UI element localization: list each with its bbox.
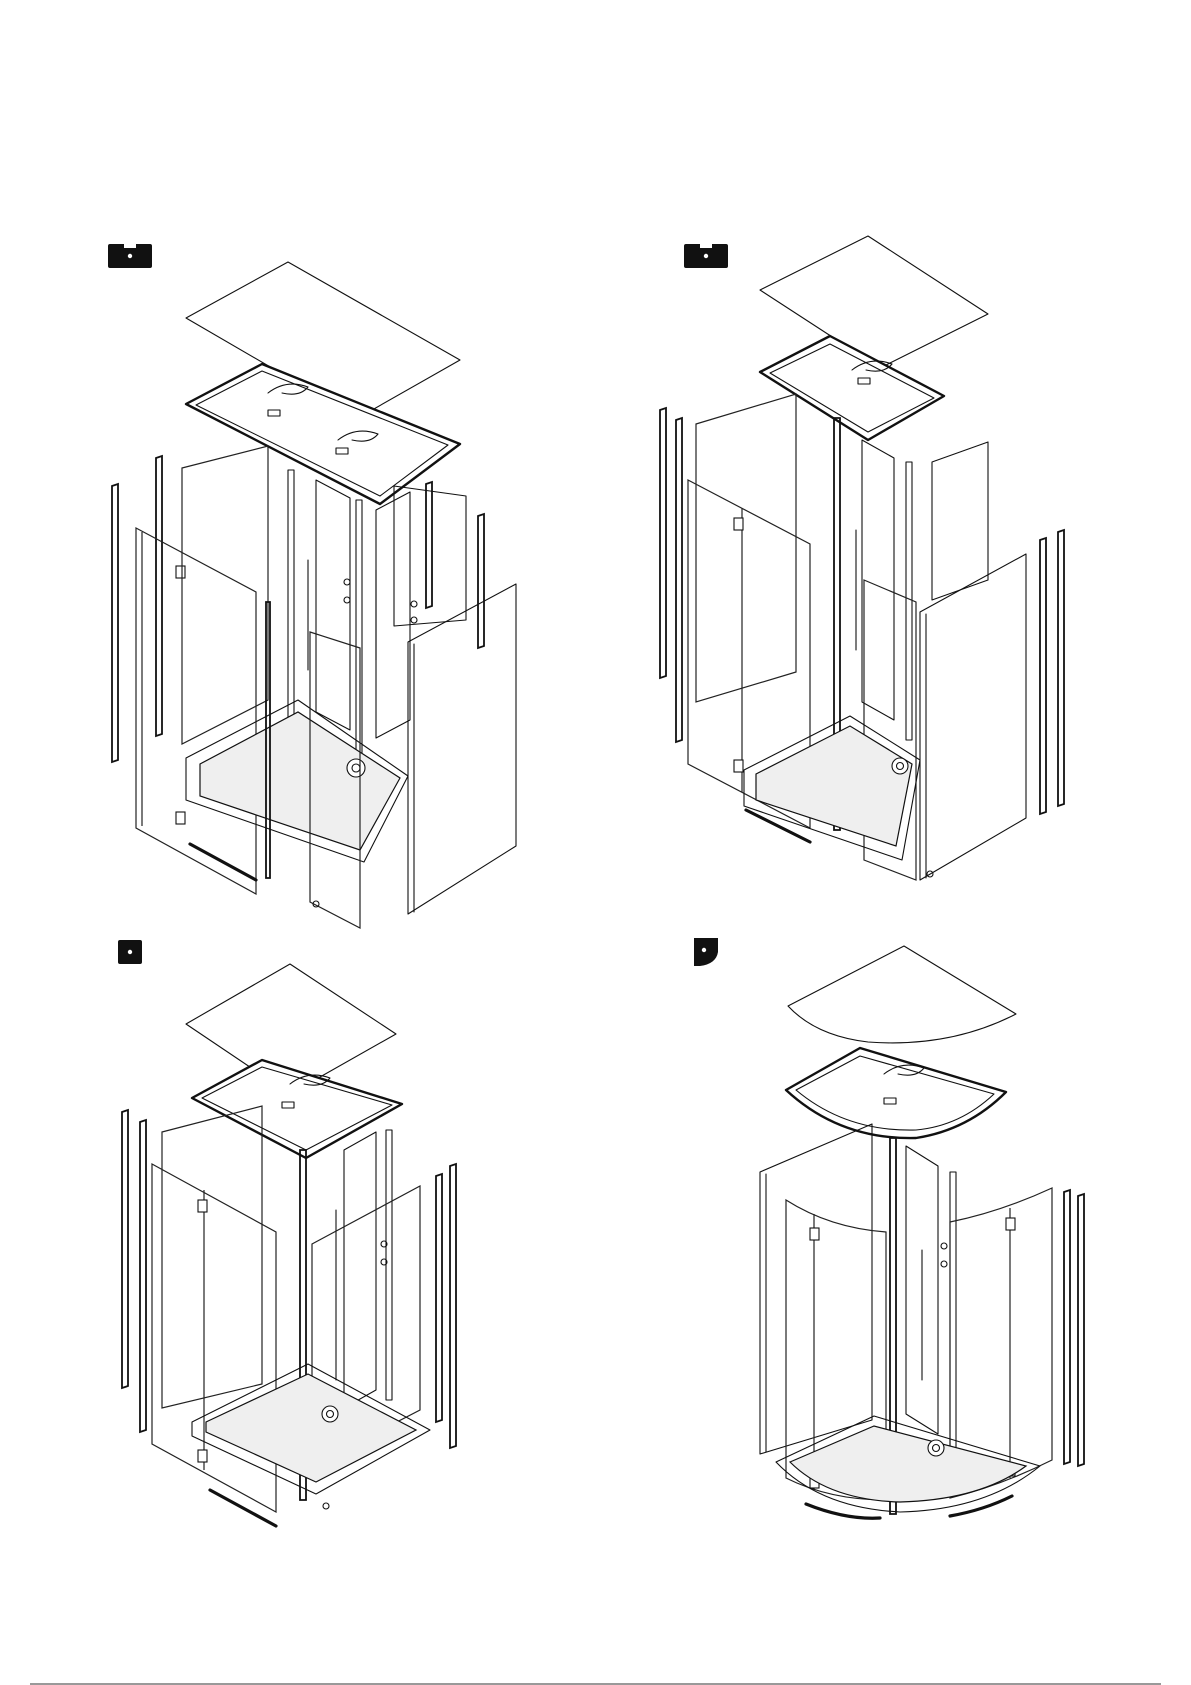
wall-profile — [122, 1110, 128, 1388]
wall-profile — [660, 408, 666, 678]
figure-square-cabin — [118, 940, 456, 1526]
wall-profile — [426, 482, 432, 608]
fixed-glass-panel — [182, 446, 268, 744]
rectangle-tray-icon — [108, 244, 152, 268]
roof-frame — [786, 1048, 1006, 1138]
roof-frame — [760, 336, 944, 440]
side-wall-panel — [920, 554, 1026, 880]
shower-tray — [744, 716, 920, 860]
wall-profile — [1058, 530, 1064, 806]
wall-profile — [156, 456, 162, 736]
wall-profile — [1040, 538, 1046, 814]
roof-cover-panel — [788, 946, 1016, 1043]
shower-column — [288, 470, 417, 760]
quadrant-tray-icon — [694, 938, 718, 966]
shower-tray — [192, 1364, 430, 1509]
square-tray-icon — [118, 940, 142, 964]
roof-frame — [186, 364, 460, 504]
fixed-glass-panel — [760, 1124, 872, 1454]
fixed-glass-panel — [162, 1106, 262, 1408]
figure-rectangular-cabin-medium — [660, 236, 1064, 880]
wall-profile — [436, 1174, 442, 1422]
side-wall-panel — [408, 584, 516, 914]
wall-profile — [140, 1120, 146, 1432]
fixed-glass-panel — [696, 394, 796, 702]
wall-profile — [112, 484, 118, 762]
roof-frame — [192, 1060, 402, 1158]
glass-door — [152, 1164, 276, 1526]
wall-profile — [450, 1164, 456, 1448]
glass-door — [136, 528, 256, 894]
wall-profile — [478, 514, 484, 648]
figure-rectangular-cabin-large — [108, 244, 516, 928]
shower-tray — [776, 1416, 1040, 1518]
wall-profile — [1078, 1194, 1084, 1466]
wall-profile — [676, 418, 682, 742]
roof-cover-panel — [760, 236, 988, 368]
wall-profile — [1064, 1190, 1070, 1464]
figure-quadrant-cabin — [694, 938, 1084, 1518]
back-wall-panel — [394, 486, 466, 626]
rectangle-tray-icon — [684, 244, 728, 268]
